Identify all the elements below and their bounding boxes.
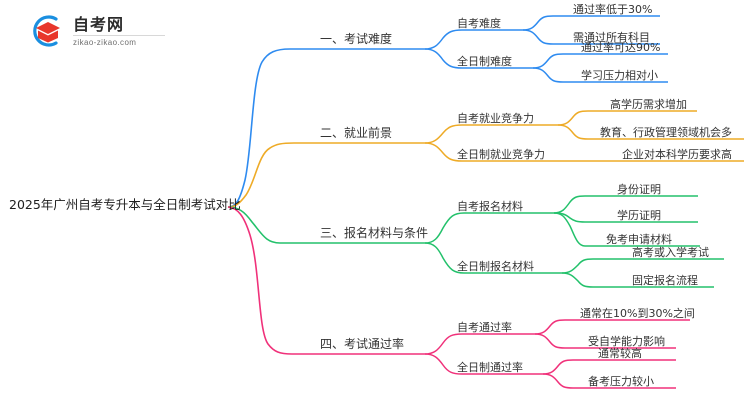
- edge-b2-c2: [424, 142, 576, 162]
- branch-4-label[interactable]: 四、考试通过率: [320, 337, 405, 351]
- edge-b4-c2-l1: [542, 359, 676, 375]
- edge-b3-c2-l1: [561, 258, 724, 274]
- branch-3-child-1-leaf-3-label[interactable]: 免考申请材料: [606, 233, 672, 246]
- branch-3-child-2-label[interactable]: 全日制报名材料: [457, 260, 534, 273]
- edge-b1-c1-l2: [522, 29, 660, 45]
- edge-b3-c1-l3: [553, 212, 700, 247]
- edge-root-b2: [227, 142, 425, 208]
- edge-b4-c2-l2: [542, 373, 676, 389]
- branch-4-child-1-label[interactable]: 自考通过率: [457, 321, 512, 334]
- edge-b1-c2-l2: [532, 67, 668, 83]
- branch-1-label[interactable]: 一、考试难度: [320, 32, 393, 46]
- edge-b4-c1-l1: [534, 319, 690, 335]
- branch-3-child-2-leaf-1-label[interactable]: 高考或入学考试: [632, 246, 709, 259]
- branch-2-child-2-leaf-1-label[interactable]: 企业对本科学历要求高: [622, 148, 732, 161]
- branch-2-label[interactable]: 二、就业前景: [320, 126, 393, 140]
- branch-1-child-2-leaf-1-label[interactable]: 通过率可达90%: [581, 41, 661, 54]
- logo-url: zikao-zikao.com: [73, 38, 137, 47]
- branch-1-child-1-label[interactable]: 自考难度: [457, 17, 501, 30]
- edge-b1-c1-l1: [522, 15, 660, 31]
- branch-4-child-2-leaf-1-label[interactable]: 通常较高: [598, 347, 642, 360]
- edge-b3-c2: [424, 242, 562, 274]
- branch-1-child-1-leaf-2-label[interactable]: 需通过所有科目: [573, 31, 650, 44]
- branch-2-child-2-label[interactable]: 全日制就业竞争力: [457, 148, 545, 161]
- branch-4-child-1-leaf-1-label[interactable]: 通常在10%到30%之间: [580, 307, 695, 320]
- branch-3-child-2-leaf-2-label[interactable]: 固定报名流程: [632, 274, 698, 287]
- branch-4-child-2-label[interactable]: 全日制通过率: [457, 361, 523, 374]
- edge-b3-c1-l1: [553, 195, 698, 214]
- branch-3-label[interactable]: 三、报名材料与条件: [320, 226, 429, 240]
- edge-b4-c1: [424, 333, 535, 355]
- site-logo: 自考网 zikao-zikao.com: [26, 10, 186, 52]
- branch-3-child-1-leaf-2-label[interactable]: 学历证明: [617, 209, 661, 222]
- branch-2-child-1-label[interactable]: 自考就业竞争力: [457, 112, 534, 125]
- branch-1-child-1-leaf-1-label[interactable]: 通过率低于30%: [573, 3, 653, 16]
- logo-divider: [73, 35, 165, 36]
- root-node-label[interactable]: 2025年广州自考专升本与全日制考试对比: [9, 197, 241, 212]
- branch-2-child-1-leaf-1-label[interactable]: 高学历需求增加: [610, 98, 687, 111]
- logo-name: 自考网: [73, 15, 125, 34]
- edge-b4-c2: [424, 353, 543, 375]
- edge-b3-c1-l2: [553, 212, 698, 223]
- edge-root-b1: [227, 48, 425, 208]
- branch-4-child-1-leaf-2-label[interactable]: 受自学能力影响: [588, 335, 665, 348]
- branch-1-child-2-leaf-2-label[interactable]: 学习压力相对小: [581, 69, 658, 82]
- logo-text-block: 自考网 zikao-zikao.com: [73, 15, 165, 47]
- edge-b3-c2-l2: [561, 272, 714, 288]
- edge-root-b3: [227, 206, 425, 244]
- edge-b2-c1: [424, 124, 558, 144]
- branch-2-child-1-leaf-2-label[interactable]: 教育、行政管理领域机会多: [600, 126, 732, 139]
- branch-1-child-2-label[interactable]: 全日制难度: [457, 55, 512, 68]
- edge-b1-c1: [424, 29, 523, 50]
- edge-b2-c1-l2: [557, 124, 744, 140]
- branch-3-child-1-label[interactable]: 自考报名材料: [457, 200, 523, 213]
- edge-b2-c1-l1: [557, 110, 697, 126]
- edge-b1-c2-l1: [532, 53, 668, 69]
- edge-b1-c2: [424, 48, 533, 69]
- edge-root-b4: [227, 206, 425, 355]
- branch-4-child-2-leaf-2-label[interactable]: 备考压力较小: [588, 375, 654, 388]
- edge-b4-c1-l2: [534, 333, 676, 349]
- graduation-cap-icon: [26, 12, 66, 50]
- edge-b3-c1: [424, 212, 554, 244]
- branch-3-child-1-leaf-1-label[interactable]: 身份证明: [617, 183, 661, 196]
